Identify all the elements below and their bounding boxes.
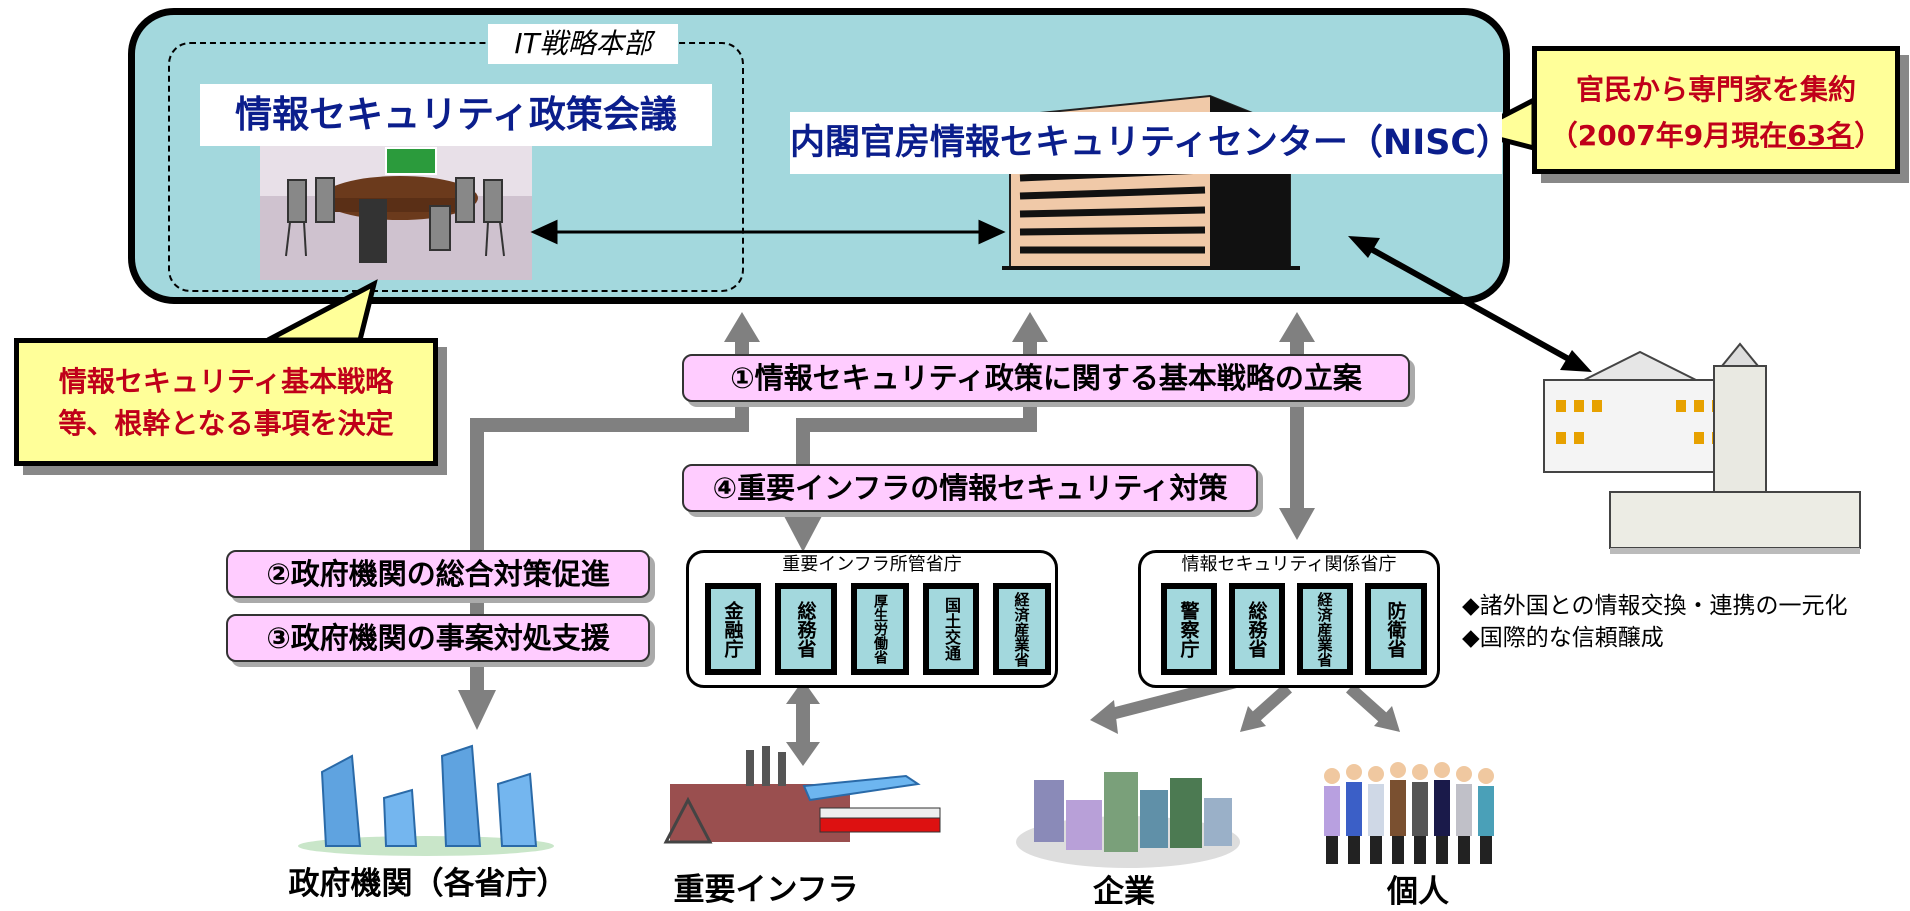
agency-meti-security: 経済産業省 <box>1297 583 1353 675</box>
function-3-label: ③政府機関の事案対処支援 <box>226 614 650 662</box>
strategy-callout-line1: 情報セキュリティ基本戦略 <box>58 365 394 398</box>
agency-mlit: 国土交通 <box>923 583 979 675</box>
enterprises-image <box>1016 772 1240 868</box>
strategy-callout-line2: 等、根幹となる事項を決定 <box>58 407 394 440</box>
meeting-room-image <box>260 146 532 280</box>
security-agencies-title: 情報セキュリティ関係省庁 <box>1181 554 1397 575</box>
function-2-label: ②政府機関の総合対策促進 <box>226 550 650 598</box>
strategy-callout-tail <box>266 279 378 343</box>
function-4-label: ④重要インフラの情報セキュリティ対策 <box>682 464 1258 512</box>
agency-mod: 防衛省 <box>1365 583 1427 675</box>
nisc-title: 内閣官房情報セキュリティセンター（NISC） <box>790 112 1511 174</box>
agency-meti: 経済産業省 <box>993 583 1051 675</box>
experts-count: 63名 <box>1787 119 1855 152</box>
infra-agencies-title: 重要インフラ所管省庁 <box>782 554 962 575</box>
infrastructure-image <box>663 746 941 844</box>
function-1-label: ①情報セキュリティ政策に関する基本戦略の立案 <box>682 354 1410 402</box>
infra-agencies-group: 重要インフラ所管省庁 金融庁 総務省 厚生労働省 国土交通 経済産業省 <box>686 550 1058 688</box>
council-title: 情報セキュリティ政策会議 <box>200 84 712 146</box>
experts-callout-line1: 官民から専門家を集約 <box>1575 73 1856 106</box>
government-label: 政府機関（各省庁） <box>288 866 568 902</box>
agency-npa: 警察庁 <box>1161 583 1217 675</box>
infrastructure-label: 重要インフラ <box>673 872 859 908</box>
international-item-2: ◆国際的な信頼醸成 <box>1462 625 1664 651</box>
experts-callout: 官民から専門家を集約 （2007年9月現在63名） <box>1532 46 1900 174</box>
security-distribution-arrows <box>1090 674 1400 734</box>
foreign-government-buildings-image <box>1543 342 1861 554</box>
it-hq-label: IT戦略本部 <box>488 24 678 64</box>
agency-mic: 総務省 <box>775 583 837 675</box>
international-list: ◆諸外国との情報交換・連携の一元化 ◆国際的な信頼醸成 <box>1462 590 1847 654</box>
council-nisc-arrow <box>530 219 1006 245</box>
individuals-image <box>1324 762 1494 864</box>
government-buildings-image <box>298 744 554 856</box>
agency-mhlw: 厚生労働省 <box>851 583 909 675</box>
experts-callout-line2: （2007年9月現在63名） <box>1549 119 1883 152</box>
international-arrow <box>1348 236 1592 372</box>
enterprises-label: 企業 <box>1093 874 1155 910</box>
it-hq-boundary <box>168 42 744 292</box>
individuals-label: 個人 <box>1387 874 1449 910</box>
international-item-1: ◆諸外国との情報交換・連携の一元化 <box>1462 593 1848 619</box>
agency-fsa: 金融庁 <box>705 583 761 675</box>
security-agencies-group: 情報セキュリティ関係省庁 警察庁 総務省 経済産業省 防衛省 <box>1138 550 1440 688</box>
strategy-callout: 情報セキュリティ基本戦略 等、根幹となる事項を決定 <box>14 338 438 466</box>
agency-mic-security: 総務省 <box>1229 583 1285 675</box>
